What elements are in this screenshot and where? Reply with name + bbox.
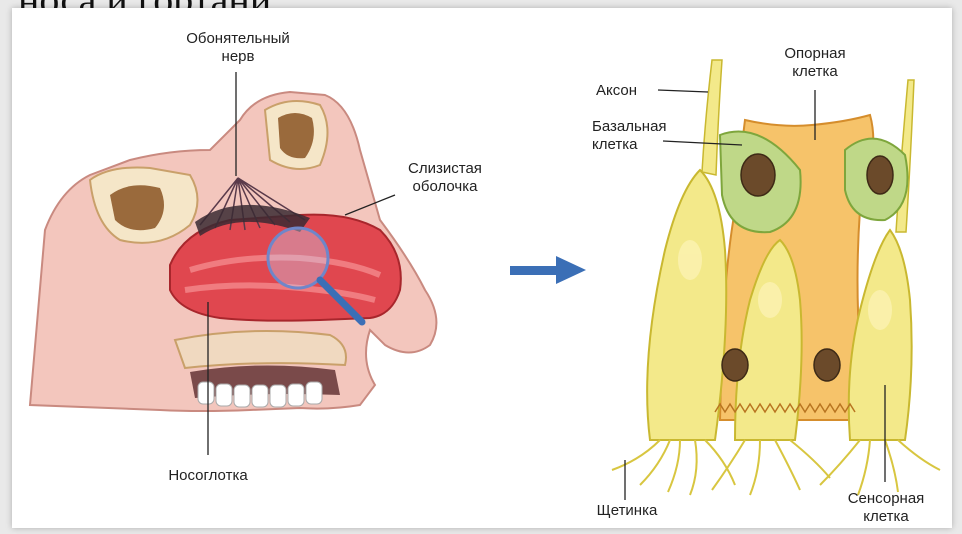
label-nasopharynx: Носоглотка [148, 467, 268, 485]
nasal-cavity-illustration [30, 92, 436, 411]
label-support-cell-line2: клетка [760, 63, 870, 81]
label-olfactory-nerve: Обонятельный нерв [168, 30, 308, 66]
sensory-cell-1 [647, 170, 726, 440]
label-mucous-membrane-line2: оболочка [385, 178, 505, 196]
label-sensory-cell-line1: Сенсорная [826, 490, 946, 508]
label-bristle: Щетинка [572, 502, 682, 520]
label-olfactory-nerve-line2: нерв [168, 48, 308, 66]
label-axon: Аксон [596, 82, 637, 100]
axon-process [702, 60, 722, 175]
label-basal-cell-line1: Базальная [592, 118, 667, 136]
label-mucous-membrane: Слизистая оболочка [385, 160, 505, 196]
label-mucous-membrane-line1: Слизистая [385, 160, 505, 178]
direction-arrow [510, 256, 586, 284]
label-basal-cell-line2: клетка [592, 136, 667, 154]
hard-palate [175, 331, 346, 368]
bristles [612, 440, 940, 495]
label-olfactory-nerve-line1: Обонятельный [168, 30, 308, 48]
label-sensory-cell: Сенсорная клетка [826, 490, 946, 526]
label-support-cell: Опорная клетка [760, 45, 870, 81]
label-sensory-cell-line2: клетка [826, 508, 946, 526]
label-basal-cell: Базальная клетка [592, 118, 667, 154]
label-support-cell-line1: Опорная [760, 45, 870, 63]
sinus-right [278, 113, 314, 158]
teeth [198, 382, 322, 407]
